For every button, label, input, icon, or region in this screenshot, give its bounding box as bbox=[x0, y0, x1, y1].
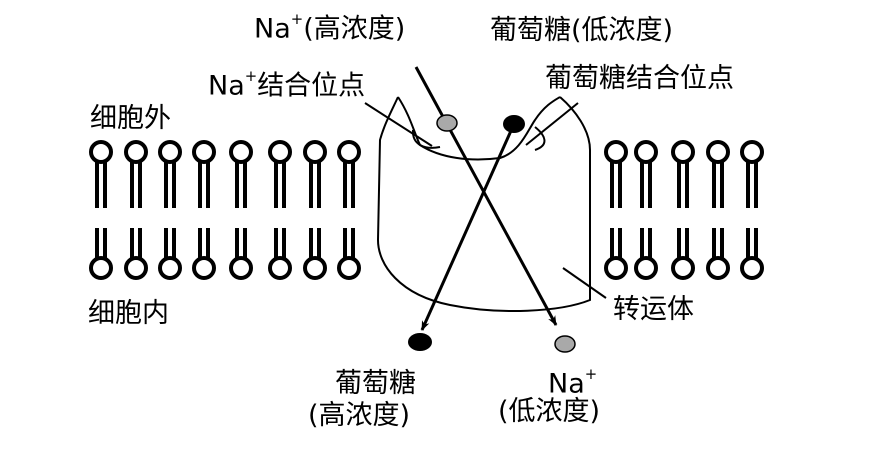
label-na-bottom: Na+ bbox=[548, 365, 598, 400]
phospholipid-outer bbox=[604, 140, 628, 208]
phospholipid-inner bbox=[706, 228, 730, 280]
phospholipid-inner bbox=[89, 228, 113, 280]
glucose-path-arrow bbox=[420, 123, 516, 331]
label-glucose-bottom: 葡萄糖 bbox=[335, 368, 416, 399]
transporter-pointer bbox=[562, 267, 607, 299]
label-na-site: Na+结合位点 bbox=[208, 67, 366, 102]
glucose-site-pointer bbox=[525, 102, 579, 146]
label-glucose-low: 葡萄糖(低浓度) bbox=[490, 15, 674, 46]
phospholipid-outer bbox=[634, 140, 658, 208]
glucose-bound bbox=[503, 115, 525, 133]
phospholipid-inner bbox=[229, 228, 253, 280]
inner-membrane-leaflet bbox=[89, 228, 764, 280]
phospholipid-inner bbox=[158, 228, 182, 280]
transporter-protein bbox=[376, 96, 591, 313]
phospholipid-inner bbox=[192, 228, 216, 280]
phospholipid-outer bbox=[303, 140, 327, 208]
phospholipid-outer bbox=[192, 140, 216, 208]
phospholipid-inner bbox=[268, 228, 292, 280]
na-ion-released bbox=[554, 335, 576, 353]
label-transporter: 转运体 bbox=[613, 294, 694, 325]
phospholipid-outer bbox=[671, 140, 695, 208]
na-ion-bound bbox=[436, 114, 458, 132]
label-outside: 细胞外 bbox=[90, 103, 171, 134]
label-glucose-site: 葡萄糖结合位点 bbox=[545, 63, 734, 94]
phospholipid-outer bbox=[268, 140, 292, 208]
phospholipid-inner bbox=[337, 228, 361, 280]
phospholipid-outer bbox=[158, 140, 182, 208]
phospholipid-inner bbox=[604, 228, 628, 280]
label-high-conc: (高浓度) bbox=[308, 400, 411, 431]
phospholipid-outer bbox=[229, 140, 253, 208]
label-inside: 细胞内 bbox=[88, 298, 169, 329]
label-low-conc: (低浓度) bbox=[498, 396, 601, 427]
phospholipid-inner bbox=[671, 228, 695, 280]
phospholipid-outer bbox=[89, 140, 113, 208]
outer-membrane-leaflet bbox=[89, 140, 764, 208]
phospholipid-outer bbox=[706, 140, 730, 208]
phospholipid-outer bbox=[740, 140, 764, 208]
phospholipid-inner bbox=[740, 228, 764, 280]
na-path-arrow bbox=[414, 66, 558, 326]
phospholipid-outer bbox=[337, 140, 361, 208]
phospholipid-outer bbox=[124, 140, 148, 208]
glucose-released bbox=[408, 333, 432, 351]
phospholipid-inner bbox=[303, 228, 327, 280]
glucose-binding-site bbox=[534, 126, 546, 151]
na-site-pointer bbox=[364, 102, 433, 147]
phospholipid-inner bbox=[634, 228, 658, 280]
label-na-high: Na+(高浓度) bbox=[254, 10, 406, 45]
phospholipid-inner bbox=[124, 228, 148, 280]
